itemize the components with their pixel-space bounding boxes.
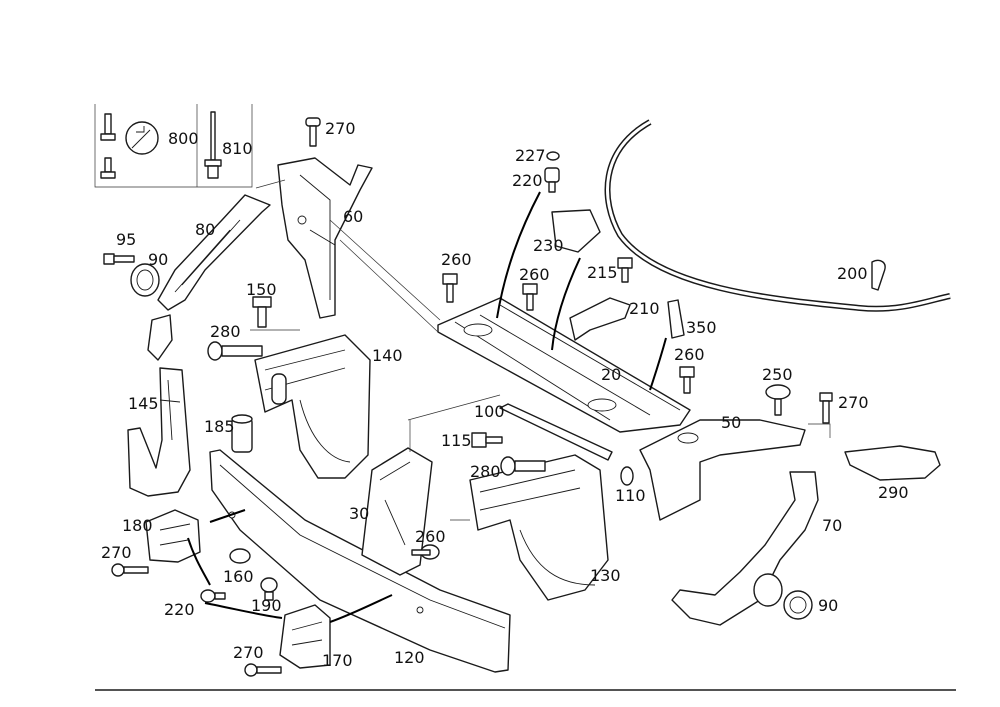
rod-100	[499, 403, 613, 461]
clip-230	[551, 209, 601, 253]
callout-230: 230	[533, 236, 564, 255]
callout-100: 100	[474, 402, 505, 421]
callout-70: 70	[822, 516, 842, 535]
tools-inset	[94, 104, 253, 188]
callout-270-bottom: 270	[233, 643, 264, 662]
bolt-260-middle	[411, 544, 440, 560]
callout-145: 145	[128, 394, 159, 413]
bracket-50	[639, 419, 806, 521]
callout-280-right: 280	[470, 462, 501, 481]
callout-270-right: 270	[838, 393, 869, 412]
callout-270-top: 270	[325, 119, 356, 138]
bolt-95	[103, 253, 135, 265]
bracket-145	[127, 367, 191, 497]
callout-190: 190	[251, 596, 282, 615]
bolt-icon	[100, 113, 116, 179]
callout-90-left: 90	[148, 250, 168, 269]
callout-800: 800	[168, 129, 199, 148]
callout-250: 250	[762, 365, 793, 384]
callout-labels: 800 810 270 60 80 95 90 150 280 140 145 …	[101, 119, 909, 670]
support-130	[469, 454, 609, 601]
callout-350: 350	[686, 318, 717, 337]
callout-227: 227	[515, 146, 546, 165]
bolt-270-bottom	[244, 663, 282, 677]
nut-110	[620, 466, 634, 486]
reference-arrows	[187, 191, 667, 623]
support-140	[254, 334, 371, 479]
callout-220-top: 220	[512, 171, 543, 190]
mount-180	[145, 509, 201, 563]
callout-130: 130	[590, 566, 621, 585]
callout-90-right: 90	[818, 596, 838, 615]
callout-20: 20	[601, 365, 621, 384]
arm-70	[671, 471, 819, 626]
bolt-280-left	[207, 341, 263, 361]
callout-150: 150	[246, 280, 277, 299]
bolt-215	[617, 257, 633, 283]
wrench-icon	[125, 121, 159, 155]
bumper-beam-120	[209, 449, 511, 673]
callout-30: 30	[349, 504, 369, 523]
callout-50: 50	[721, 413, 741, 432]
bolt-260-upper-middle	[522, 283, 538, 311]
bolt-220-lower	[200, 589, 226, 603]
callout-120: 120	[394, 648, 425, 667]
bolt-270-lower-left	[111, 563, 149, 577]
callout-60: 60	[343, 207, 363, 226]
wiring-harness-200	[604, 119, 951, 312]
callout-140: 140	[372, 346, 403, 365]
bolt-115	[471, 432, 503, 448]
bracket-350	[667, 299, 685, 339]
rubber-mount-90-right	[783, 590, 813, 620]
callout-220-lower: 220	[164, 600, 195, 619]
callout-260-right: 260	[674, 345, 705, 364]
callout-260-upper-left: 260	[441, 250, 472, 269]
bracket-80	[147, 194, 271, 361]
upper-bracket-60	[277, 157, 373, 319]
rivet-icon	[204, 111, 222, 179]
bolt-270-right	[819, 392, 833, 424]
callout-170: 170	[322, 651, 353, 670]
callout-260-upper-middle: 260	[519, 265, 550, 284]
callout-810: 810	[222, 139, 253, 158]
spacer-185	[231, 414, 253, 453]
callout-110: 110	[615, 486, 646, 505]
cap-227-220	[544, 151, 560, 193]
callout-260-middle: 260	[415, 527, 446, 546]
callout-180: 180	[122, 516, 153, 535]
screw-190	[260, 577, 278, 601]
cover-290	[844, 445, 941, 481]
callout-160: 160	[223, 567, 254, 586]
bolt-280-right	[500, 456, 546, 476]
mount-170	[279, 604, 331, 669]
bolt-260-upper-left	[442, 273, 458, 303]
rubber-mount-90-left	[130, 263, 160, 297]
callout-80: 80	[195, 220, 215, 239]
callout-290: 290	[878, 483, 909, 502]
bolt-260-right	[679, 366, 695, 394]
callout-270-lower-left: 270	[101, 543, 132, 562]
callout-280-left: 280	[210, 322, 241, 341]
callout-200: 200	[837, 264, 868, 283]
callout-115: 115	[441, 431, 472, 450]
callout-185: 185	[204, 417, 235, 436]
bolt-270-top	[305, 117, 321, 147]
guide-lines	[250, 179, 831, 521]
callout-215: 215	[587, 263, 618, 282]
screw-250	[765, 384, 791, 416]
callout-210: 210	[629, 299, 660, 318]
callout-95: 95	[116, 230, 136, 249]
bracket-210	[569, 297, 631, 341]
nut-160	[229, 548, 251, 564]
bracket-30	[361, 447, 433, 576]
bolt-150	[252, 296, 272, 328]
